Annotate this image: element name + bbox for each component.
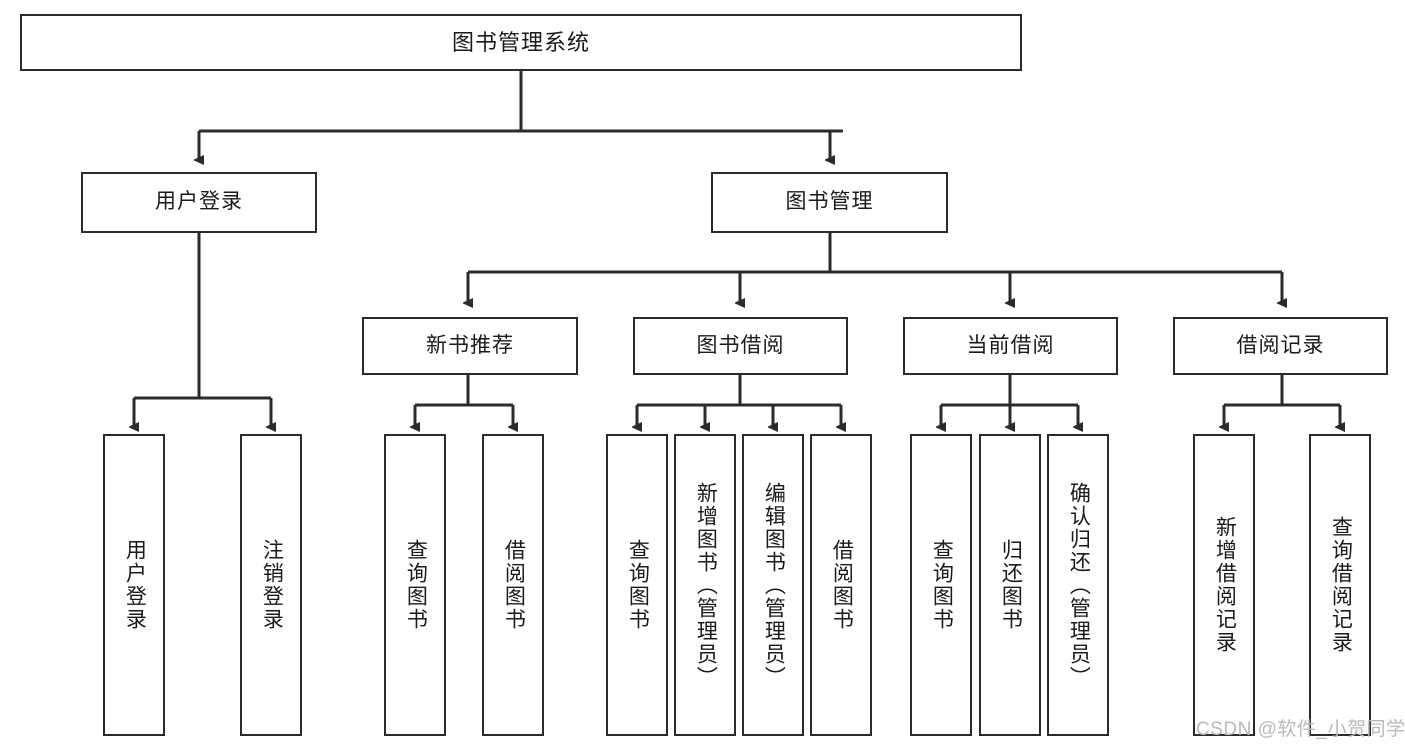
node-label: 查询图书: [404, 539, 428, 631]
node-label: 注销登录: [260, 539, 284, 631]
csdn-watermark: CSDN @软件_小贺同学: [1196, 719, 1405, 740]
node-label: 查询图书: [930, 539, 954, 631]
node-book-management[interactable]: 图书管理: [711, 172, 948, 233]
node-leaf-confirm-return-admin[interactable]: 确认归还（管理员）: [1047, 434, 1109, 736]
node-leaf-borrow-book[interactable]: 借阅图书: [810, 434, 872, 736]
node-label: 图书借阅: [696, 333, 785, 357]
node-book-borrow[interactable]: 图书借阅: [633, 317, 848, 375]
node-current-borrow[interactable]: 当前借阅: [903, 317, 1118, 375]
node-leaf-logout[interactable]: 注销登录: [240, 434, 302, 736]
node-label: 用户登录: [123, 539, 147, 631]
node-label: 新书推荐: [426, 333, 514, 357]
node-leaf-add-borrow-record[interactable]: 新增借阅记录: [1193, 434, 1255, 736]
node-label: 当前借阅: [966, 333, 1055, 357]
node-label: 借阅图书: [830, 539, 854, 631]
node-leaf-user-login[interactable]: 用户登录: [103, 434, 165, 736]
node-leaf-edit-book-admin[interactable]: 编辑图书（管理员）: [742, 434, 804, 736]
node-label: 查询借阅记录: [1329, 516, 1353, 654]
node-leaf-query-borrow-record[interactable]: 查询借阅记录: [1309, 434, 1371, 736]
node-root-book-management-system[interactable]: 图书管理系统: [20, 14, 1022, 71]
node-label: 图书管理: [785, 190, 874, 214]
node-leaf-add-book-admin[interactable]: 新增图书（管理员）: [674, 434, 736, 736]
node-label: 借阅记录: [1236, 333, 1325, 357]
node-leaf-query-book-new[interactable]: 查询图书: [384, 434, 446, 736]
node-label: 图书管理系统: [451, 29, 590, 55]
node-leaf-query-book-borrow[interactable]: 查询图书: [606, 434, 668, 736]
node-leaf-return-book[interactable]: 归还图书: [979, 434, 1041, 736]
node-label: 新增借阅记录: [1213, 516, 1237, 654]
node-user-login[interactable]: 用户登录: [81, 172, 317, 233]
node-new-book-recommendation[interactable]: 新书推荐: [362, 317, 578, 375]
node-leaf-query-book-current[interactable]: 查询图书: [910, 434, 972, 736]
node-label: 新增图书（管理员）: [694, 481, 718, 689]
node-label: 归还图书: [999, 539, 1023, 631]
node-label: 查询图书: [626, 539, 650, 631]
node-label: 借阅图书: [502, 539, 526, 631]
node-borrow-record[interactable]: 借阅记录: [1173, 317, 1388, 375]
node-label: 编辑图书（管理员）: [762, 481, 786, 689]
node-label: 用户登录: [155, 190, 243, 214]
node-label: 确认归还（管理员）: [1067, 481, 1091, 689]
node-leaf-borrow-book-new[interactable]: 借阅图书: [482, 434, 544, 736]
